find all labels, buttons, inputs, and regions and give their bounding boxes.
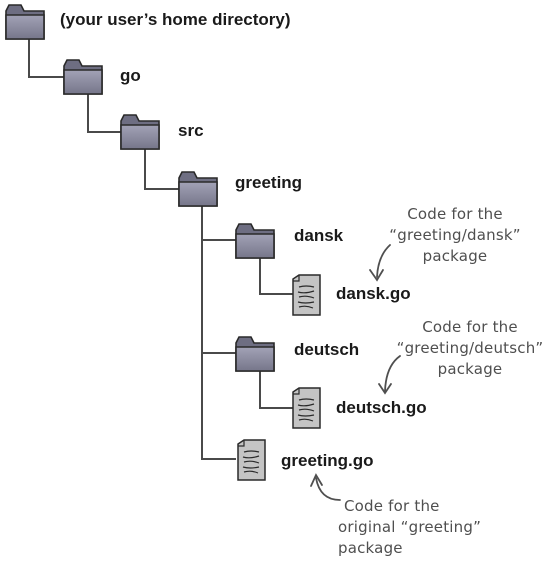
- deutsch-annotation: Code for the “greeting/deutsch” package: [390, 317, 550, 380]
- connector-lines: [28, 38, 293, 460]
- dansk-annotation: Code for the “greeting/dansk” package: [380, 204, 530, 267]
- greeting-annotation-line: original “greeting”: [338, 518, 482, 536]
- greeting-folder-icon: [178, 171, 218, 207]
- src-directory-label: src: [178, 121, 204, 140]
- dansk-annotation-line: “greeting/dansk”: [389, 226, 521, 244]
- greeting-annotation: Code for the original “greeting” package: [338, 496, 488, 559]
- greeting-annotation-line: Code for the: [344, 497, 440, 515]
- greeting-annotation-line: package: [338, 539, 403, 557]
- dansk-go-file-icon: [292, 274, 321, 316]
- deutsch-annotation-line: package: [437, 360, 503, 378]
- deutsch-annotation-line: “greeting/deutsch”: [396, 339, 544, 357]
- greeting-go-file-icon: [237, 439, 266, 481]
- go-directory-label: go: [120, 66, 141, 85]
- greeting-directory-label: greeting: [235, 173, 303, 192]
- src-folder-icon: [120, 114, 160, 150]
- dansk-directory-label: dansk: [294, 226, 344, 245]
- dansk-go-file-label: dansk.go: [336, 284, 411, 303]
- deutsch-folder-icon: [235, 336, 275, 372]
- dansk-annotation-line: Code for the: [407, 205, 503, 223]
- annotation-arrows: [310, 244, 401, 501]
- home-directory-label: (your user’s home directory): [60, 10, 291, 29]
- greeting-go-file-label: greeting.go: [281, 451, 374, 470]
- deutsch-annotation-line: Code for the: [422, 318, 518, 336]
- deutsch-directory-label: deutsch: [294, 340, 360, 359]
- deutsch-go-file-icon: [292, 387, 321, 429]
- home-folder-icon: [5, 4, 45, 40]
- deutsch-go-file-label: deutsch.go: [336, 398, 427, 417]
- dansk-annotation-line: package: [422, 247, 488, 265]
- go-folder-icon: [63, 59, 103, 95]
- dansk-folder-icon: [235, 223, 275, 259]
